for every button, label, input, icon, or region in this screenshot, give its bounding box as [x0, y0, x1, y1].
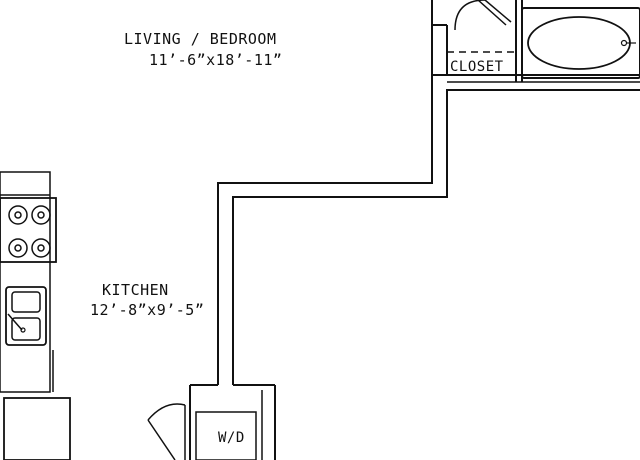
laundry-door-icon	[147, 403, 186, 460]
washer-dryer-label: W/D	[218, 430, 245, 446]
living-bedroom-label: LIVING / BEDROOM	[124, 30, 277, 48]
laundry-walls	[189, 384, 276, 460]
living-bedroom-dimensions: 11’-6”x18’-11”	[149, 51, 283, 69]
main-wall	[217, 74, 640, 385]
kitchen-counter	[0, 171, 54, 393]
kitchen-label: KITCHEN	[102, 281, 169, 299]
cabinet	[3, 397, 71, 460]
double-sink-icon	[5, 286, 47, 346]
closet-door-icon	[454, 0, 512, 31]
range-cooktop-icon	[0, 197, 57, 263]
closet-label: CLOSET	[450, 59, 504, 75]
kitchen-dimensions: 12’-8”x9’-5”	[90, 301, 205, 319]
bathtub-icon	[521, 7, 640, 79]
